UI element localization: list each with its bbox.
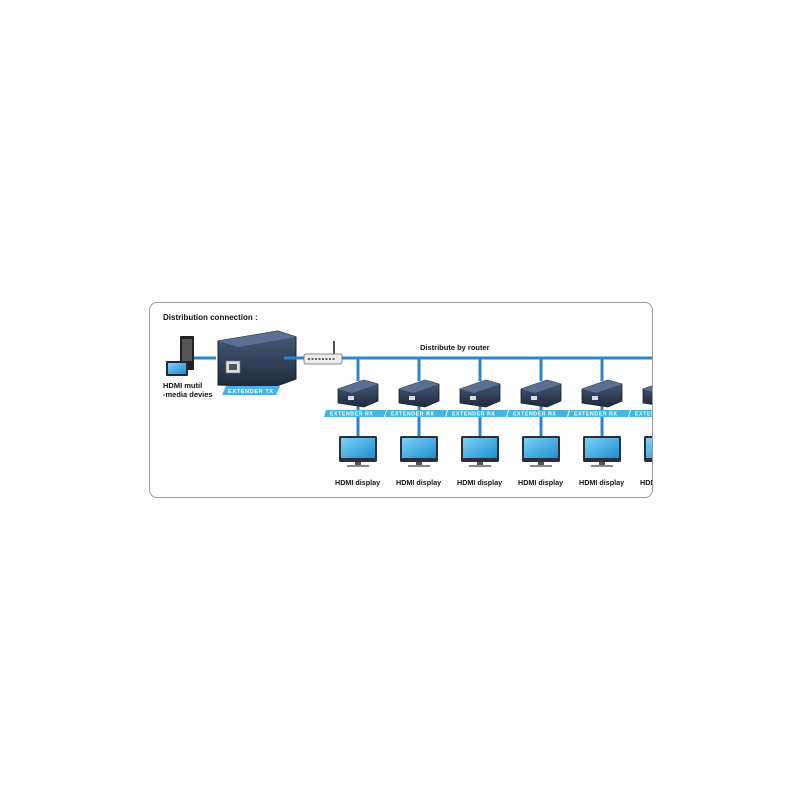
extender-tx-device-icon: [217, 330, 297, 388]
extender-rx-label: [446, 410, 508, 417]
extender-rx-top: [521, 380, 561, 393]
extender-rx-label-text: EXTENDER RX: [391, 412, 435, 418]
extender-rx-label-text: EXTENDER RX: [452, 412, 496, 418]
display-screen: [585, 438, 619, 458]
extender-rx-device-icon: [337, 379, 379, 408]
hdmi-display-icon: [461, 436, 499, 467]
extender-rx-device-icon: [581, 379, 623, 408]
display-caption: HDMI display: [335, 478, 380, 487]
display-stand: [408, 465, 430, 467]
extender-rx-port: [592, 396, 598, 400]
receiver-unit: EXTENDER RX HDMI display: [324, 358, 386, 487]
display-screen: [402, 438, 436, 458]
extender-rx-label: [507, 410, 569, 417]
display-caption: HDMI display: [457, 478, 502, 487]
display-screen: [524, 438, 558, 458]
router-icon: [303, 341, 343, 365]
hdmi-display-icon: [400, 436, 438, 467]
extender-rx-label-text: EXTENDER RX: [513, 412, 557, 418]
extender-rx-device-icon: [398, 379, 440, 408]
extender-rx-device-icon: [642, 385, 652, 405]
extender-rx-label: [629, 410, 652, 417]
hdmi-media-device-icon: [166, 336, 194, 376]
extender-rx-label-text: EXTENDER RX: [574, 412, 618, 418]
receiver-unit: EXTENDER RX HDMI display: [385, 358, 447, 487]
router-caption: Distribute by router: [420, 343, 490, 352]
display-neck: [355, 462, 361, 465]
display-neck: [599, 462, 605, 465]
receiver-unit: EXTENDER RX HDMI display: [446, 358, 508, 487]
extender-rx-device-icon: [520, 379, 562, 408]
receiver-unit: EXTENDER RX HDMI display: [629, 385, 652, 487]
display-stand: [469, 465, 491, 467]
extender-rx-label: [568, 410, 630, 417]
extender-tx-label: EXTENDER TX: [222, 386, 280, 395]
receiver-unit: EXTENDER RX HDMI display: [507, 358, 569, 487]
display-neck: [477, 462, 483, 465]
extender-rx-top: [399, 380, 439, 393]
display-screen: [463, 438, 497, 458]
display-stand: [591, 465, 613, 467]
source-caption-line1: HDMI mutil: [163, 381, 202, 390]
diagram-title: Distribution connection :: [163, 313, 258, 322]
display-neck: [416, 462, 422, 465]
extender-rx-label: [385, 410, 447, 417]
display-screen: [341, 438, 375, 458]
extender-rx-top: [643, 385, 652, 392]
extender-rx-port: [531, 396, 537, 400]
receiver-chain: EXTENDER RX HDMI display EXTENDER RX HDMI d…: [324, 358, 652, 487]
hdmi-display-icon: [522, 436, 560, 467]
display-neck: [538, 462, 544, 465]
display-caption: HDMI display: [579, 478, 624, 487]
source-caption-line2: -media devies: [163, 390, 213, 399]
display-caption: HDMI display: [640, 478, 652, 487]
extender-rx-port: [409, 396, 415, 400]
extender-rx-top: [460, 380, 500, 393]
extender-rx-top: [582, 380, 622, 393]
extender-rx-label-text: EXTENDER RX: [330, 412, 374, 418]
extender-rx-top: [338, 380, 378, 393]
extender-rx-body: [642, 385, 652, 405]
display-caption: HDMI display: [396, 478, 441, 487]
extender-rx-port: [348, 396, 354, 400]
display-screen: [646, 438, 652, 458]
extender-rx-device-icon: [459, 379, 501, 408]
hdmi-display-icon: [339, 436, 377, 467]
display-caption: HDMI display: [518, 478, 563, 487]
extender-rx-port: [470, 396, 476, 400]
display-stand: [530, 465, 552, 467]
hdmi-display-icon: [583, 436, 621, 467]
extender-rx-label: [324, 410, 386, 417]
display-stand: [347, 465, 369, 467]
extender-tx-label-text: EXTENDER TX: [228, 389, 274, 395]
diagram-frame: Distribution connection : HDMI mutil -me…: [149, 302, 653, 498]
distribution-diagram: Distribution connection : HDMI mutil -me…: [163, 313, 652, 487]
receiver-unit: EXTENDER RX HDMI display: [568, 358, 630, 487]
extender-rx-label-text: EXTENDER RX: [635, 412, 652, 418]
hdmi-display-icon: [644, 436, 652, 462]
